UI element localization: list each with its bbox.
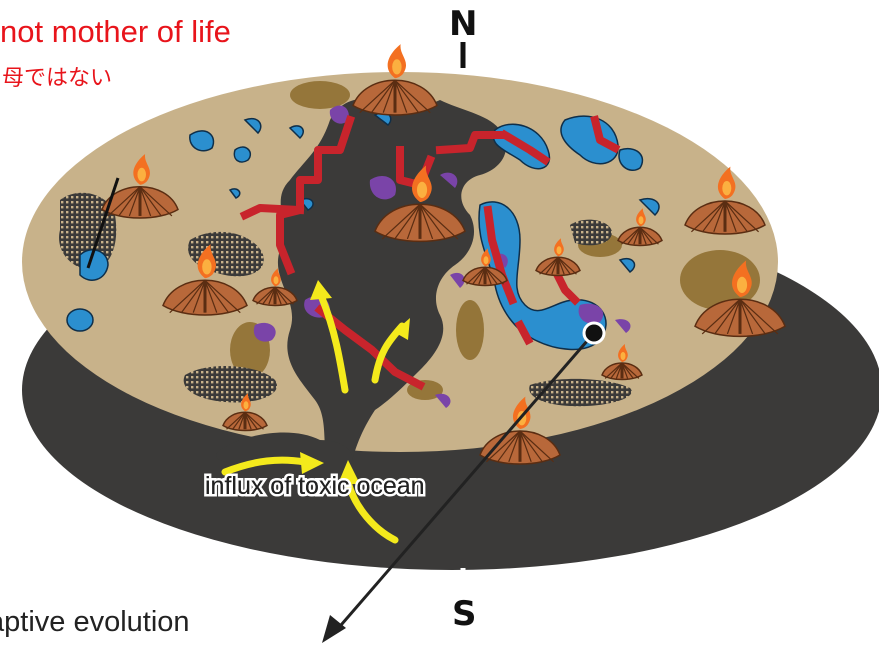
influx-label: influx of toxic ocean: [205, 472, 425, 501]
site-pointer-arrowhead: [322, 615, 346, 643]
compass-north-label: N: [449, 6, 477, 42]
compass-south-label: S: [452, 596, 477, 632]
title-japanese: 母ではない: [2, 66, 112, 92]
bottom-caption: aptive evolution: [0, 606, 190, 639]
eruption-flame-icon: [388, 44, 406, 78]
title-english: not mother of life: [0, 14, 231, 50]
site-marker-icon: [584, 323, 604, 343]
